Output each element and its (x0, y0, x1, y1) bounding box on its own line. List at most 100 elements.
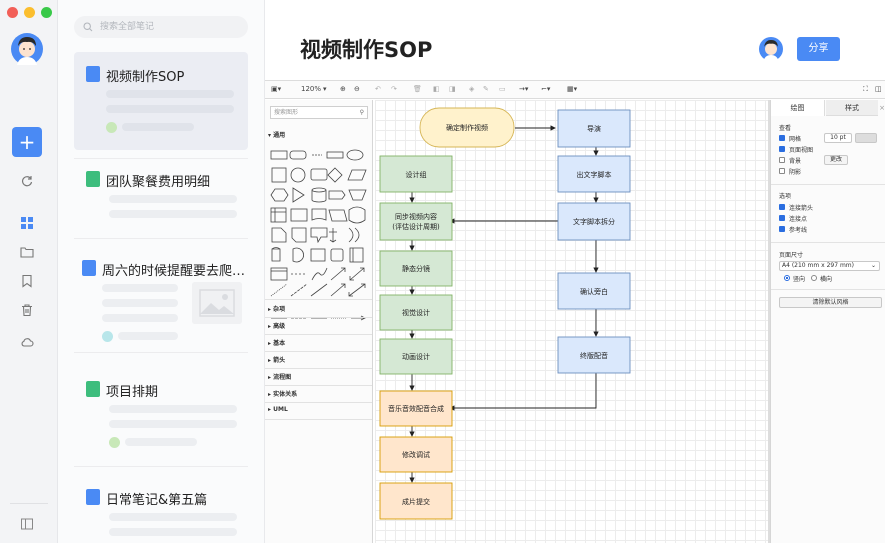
node-start[interactable]: 确定制作视频 (419, 107, 515, 148)
background-checkbox[interactable] (779, 157, 785, 163)
main-panel: 视频制作SOP 分享 ▣▾ 120% ▾ ⊕ ⊖ ↶ ↷ 🗑 ◧ ◨ ◈ ✎ (265, 0, 885, 543)
canvas-scrollbar[interactable] (768, 100, 770, 543)
section-general[interactable]: ▾ 通用 (268, 132, 286, 139)
section-entity-relation[interactable]: ▸ 实体关系 (268, 391, 298, 398)
page-size-section-label: 页面尺寸 (779, 252, 804, 259)
close-panel-icon[interactable]: × (879, 104, 885, 112)
fullscreen-icon[interactable]: ⛶ (863, 85, 868, 93)
shadow-icon[interactable]: ▭ (499, 85, 506, 93)
page-view-checkbox[interactable] (779, 146, 785, 152)
node-voice-actor[interactable]: 确认旁白 (557, 272, 631, 310)
to-back-icon[interactable]: ◨ (449, 85, 456, 93)
undo-icon[interactable]: ↶ (375, 85, 381, 93)
reset-style-button[interactable]: 清除默认风格 (779, 297, 882, 308)
section-basic[interactable]: ▸ 基本 (268, 340, 286, 347)
note-card[interactable]: 团队聚餐费用明细 (74, 160, 248, 238)
section-arrows[interactable]: ▸ 箭头 (268, 357, 286, 364)
grid-color-button[interactable] (855, 133, 877, 143)
bookmark-icon[interactable] (20, 274, 34, 288)
node-script[interactable]: 出文字脚本 (557, 155, 631, 193)
page-size-select[interactable]: A4 (210 mm x 297 mm) ⌄ (779, 261, 880, 271)
connect-points-checkbox[interactable] (779, 215, 785, 221)
connector[interactable] (449, 373, 597, 411)
general-shapes-grid[interactable] (269, 146, 369, 298)
node-label: 设计组 (406, 170, 427, 179)
redo-icon[interactable]: ↷ (391, 85, 397, 93)
node-sync[interactable]: 同步视频内容 (评估设计周期) (379, 202, 453, 241)
zoom-out-icon[interactable]: ⊖ (354, 85, 360, 93)
connect-arrows-checkbox[interactable] (779, 204, 785, 210)
folder-icon[interactable] (20, 245, 34, 259)
view-menu-icon[interactable]: ▣▾ (271, 85, 282, 93)
fill-color-icon[interactable]: ◈ (469, 85, 475, 93)
search-input[interactable]: 搜索全部笔记 (74, 16, 248, 38)
search-icon: ⚲ (359, 109, 364, 116)
guides-checkbox[interactable] (779, 226, 785, 232)
section-misc[interactable]: ▸ 杂项 (268, 306, 286, 313)
tag-dot (102, 331, 113, 342)
note-title: 项目排期 (106, 385, 159, 400)
node-director[interactable]: 导演 (557, 109, 631, 148)
tab-diagram[interactable]: 绘图 (771, 100, 825, 116)
to-front-icon[interactable]: ◧ (433, 85, 440, 93)
node-animation-design[interactable]: 动画设计 (379, 338, 453, 375)
collaborator-avatar[interactable] (759, 37, 783, 61)
connection-icon[interactable]: →▾ (519, 85, 529, 93)
cloud-icon[interactable] (20, 335, 34, 349)
line-color-icon[interactable]: ✎ (483, 85, 489, 93)
waypoint-icon[interactable]: ⌐▾ (541, 85, 551, 93)
node-final-voice[interactable]: 终版配音 (557, 336, 631, 374)
zoom-dropdown-icon[interactable]: ▾ (323, 85, 327, 93)
node-label: 同步视频内容 (395, 212, 437, 221)
note-card[interactable]: 日常笔记&第五篇 (74, 468, 248, 543)
note-card[interactable]: 视频制作SOP (74, 52, 248, 150)
note-card[interactable]: 周六的时候提醒要去爬… (74, 240, 248, 352)
shadow-checkbox[interactable] (779, 168, 785, 174)
add-note-button[interactable]: + (12, 127, 42, 157)
maximize-window-button[interactable] (41, 7, 52, 18)
preview-line (109, 513, 237, 521)
image-thumbnail-icon (192, 282, 242, 324)
section-divider (265, 385, 372, 386)
tab-style[interactable]: 样式 (826, 100, 878, 116)
tag-dot (109, 437, 120, 448)
grid-size-input[interactable]: 10 pt (824, 133, 852, 143)
node-submit[interactable]: 成片提交 (379, 482, 453, 520)
portrait-radio[interactable] (784, 275, 790, 281)
node-storyboard[interactable]: 静态分镜 (379, 250, 453, 287)
node-sound-mix[interactable]: 音乐音效配音合成 (379, 390, 453, 427)
sidebar-toggle-icon[interactable] (20, 517, 34, 531)
grid-checkbox[interactable] (779, 135, 785, 141)
diagram-canvas[interactable]: 确定制作视频 导演 出文字脚本 文字脚本拆分 (375, 100, 768, 543)
grid-icon[interactable] (20, 216, 34, 230)
section-uml[interactable]: ▸ UML (268, 406, 288, 413)
avatar[interactable] (11, 33, 43, 65)
share-button[interactable]: 分享 (797, 37, 840, 61)
zoom-level[interactable]: 120% (301, 85, 322, 93)
node-design-team[interactable]: 设计组 (379, 155, 453, 193)
table-icon[interactable]: ▦▾ (567, 85, 578, 93)
node-visual-design[interactable]: 视觉设计 (379, 294, 453, 331)
doc-icon (86, 489, 100, 505)
close-window-button[interactable] (7, 7, 18, 18)
section-flowchart[interactable]: ▸ 流程图 (268, 374, 292, 381)
change-background-button[interactable]: 更改 (824, 155, 848, 165)
flowchart: 确定制作视频 导演 出文字脚本 文字脚本拆分 (379, 107, 631, 520)
minimize-window-button[interactable] (24, 7, 35, 18)
section-advanced[interactable]: ▸ 高级 (268, 323, 286, 330)
trash-icon[interactable] (20, 303, 34, 317)
node-label: 修改调试 (402, 450, 430, 459)
landscape-radio[interactable] (811, 275, 817, 281)
delete-icon[interactable]: 🗑 (413, 85, 422, 93)
sync-icon[interactable] (20, 174, 34, 188)
node-adjust[interactable]: 修改调试 (379, 436, 453, 473)
guides-label: 参考线 (789, 227, 808, 234)
edge-shapes-row[interactable] (269, 307, 369, 321)
page-view-label: 页面视图 (789, 147, 814, 154)
shape-search-input[interactable]: 搜索图形 ⚲ (270, 106, 368, 119)
format-panel-toggle-icon[interactable]: ◫ (875, 85, 882, 93)
zoom-in-icon[interactable]: ⊕ (340, 85, 346, 93)
note-card[interactable]: 项目排期 (74, 354, 248, 466)
node-script-split[interactable]: 文字脚本拆分 (557, 202, 631, 241)
